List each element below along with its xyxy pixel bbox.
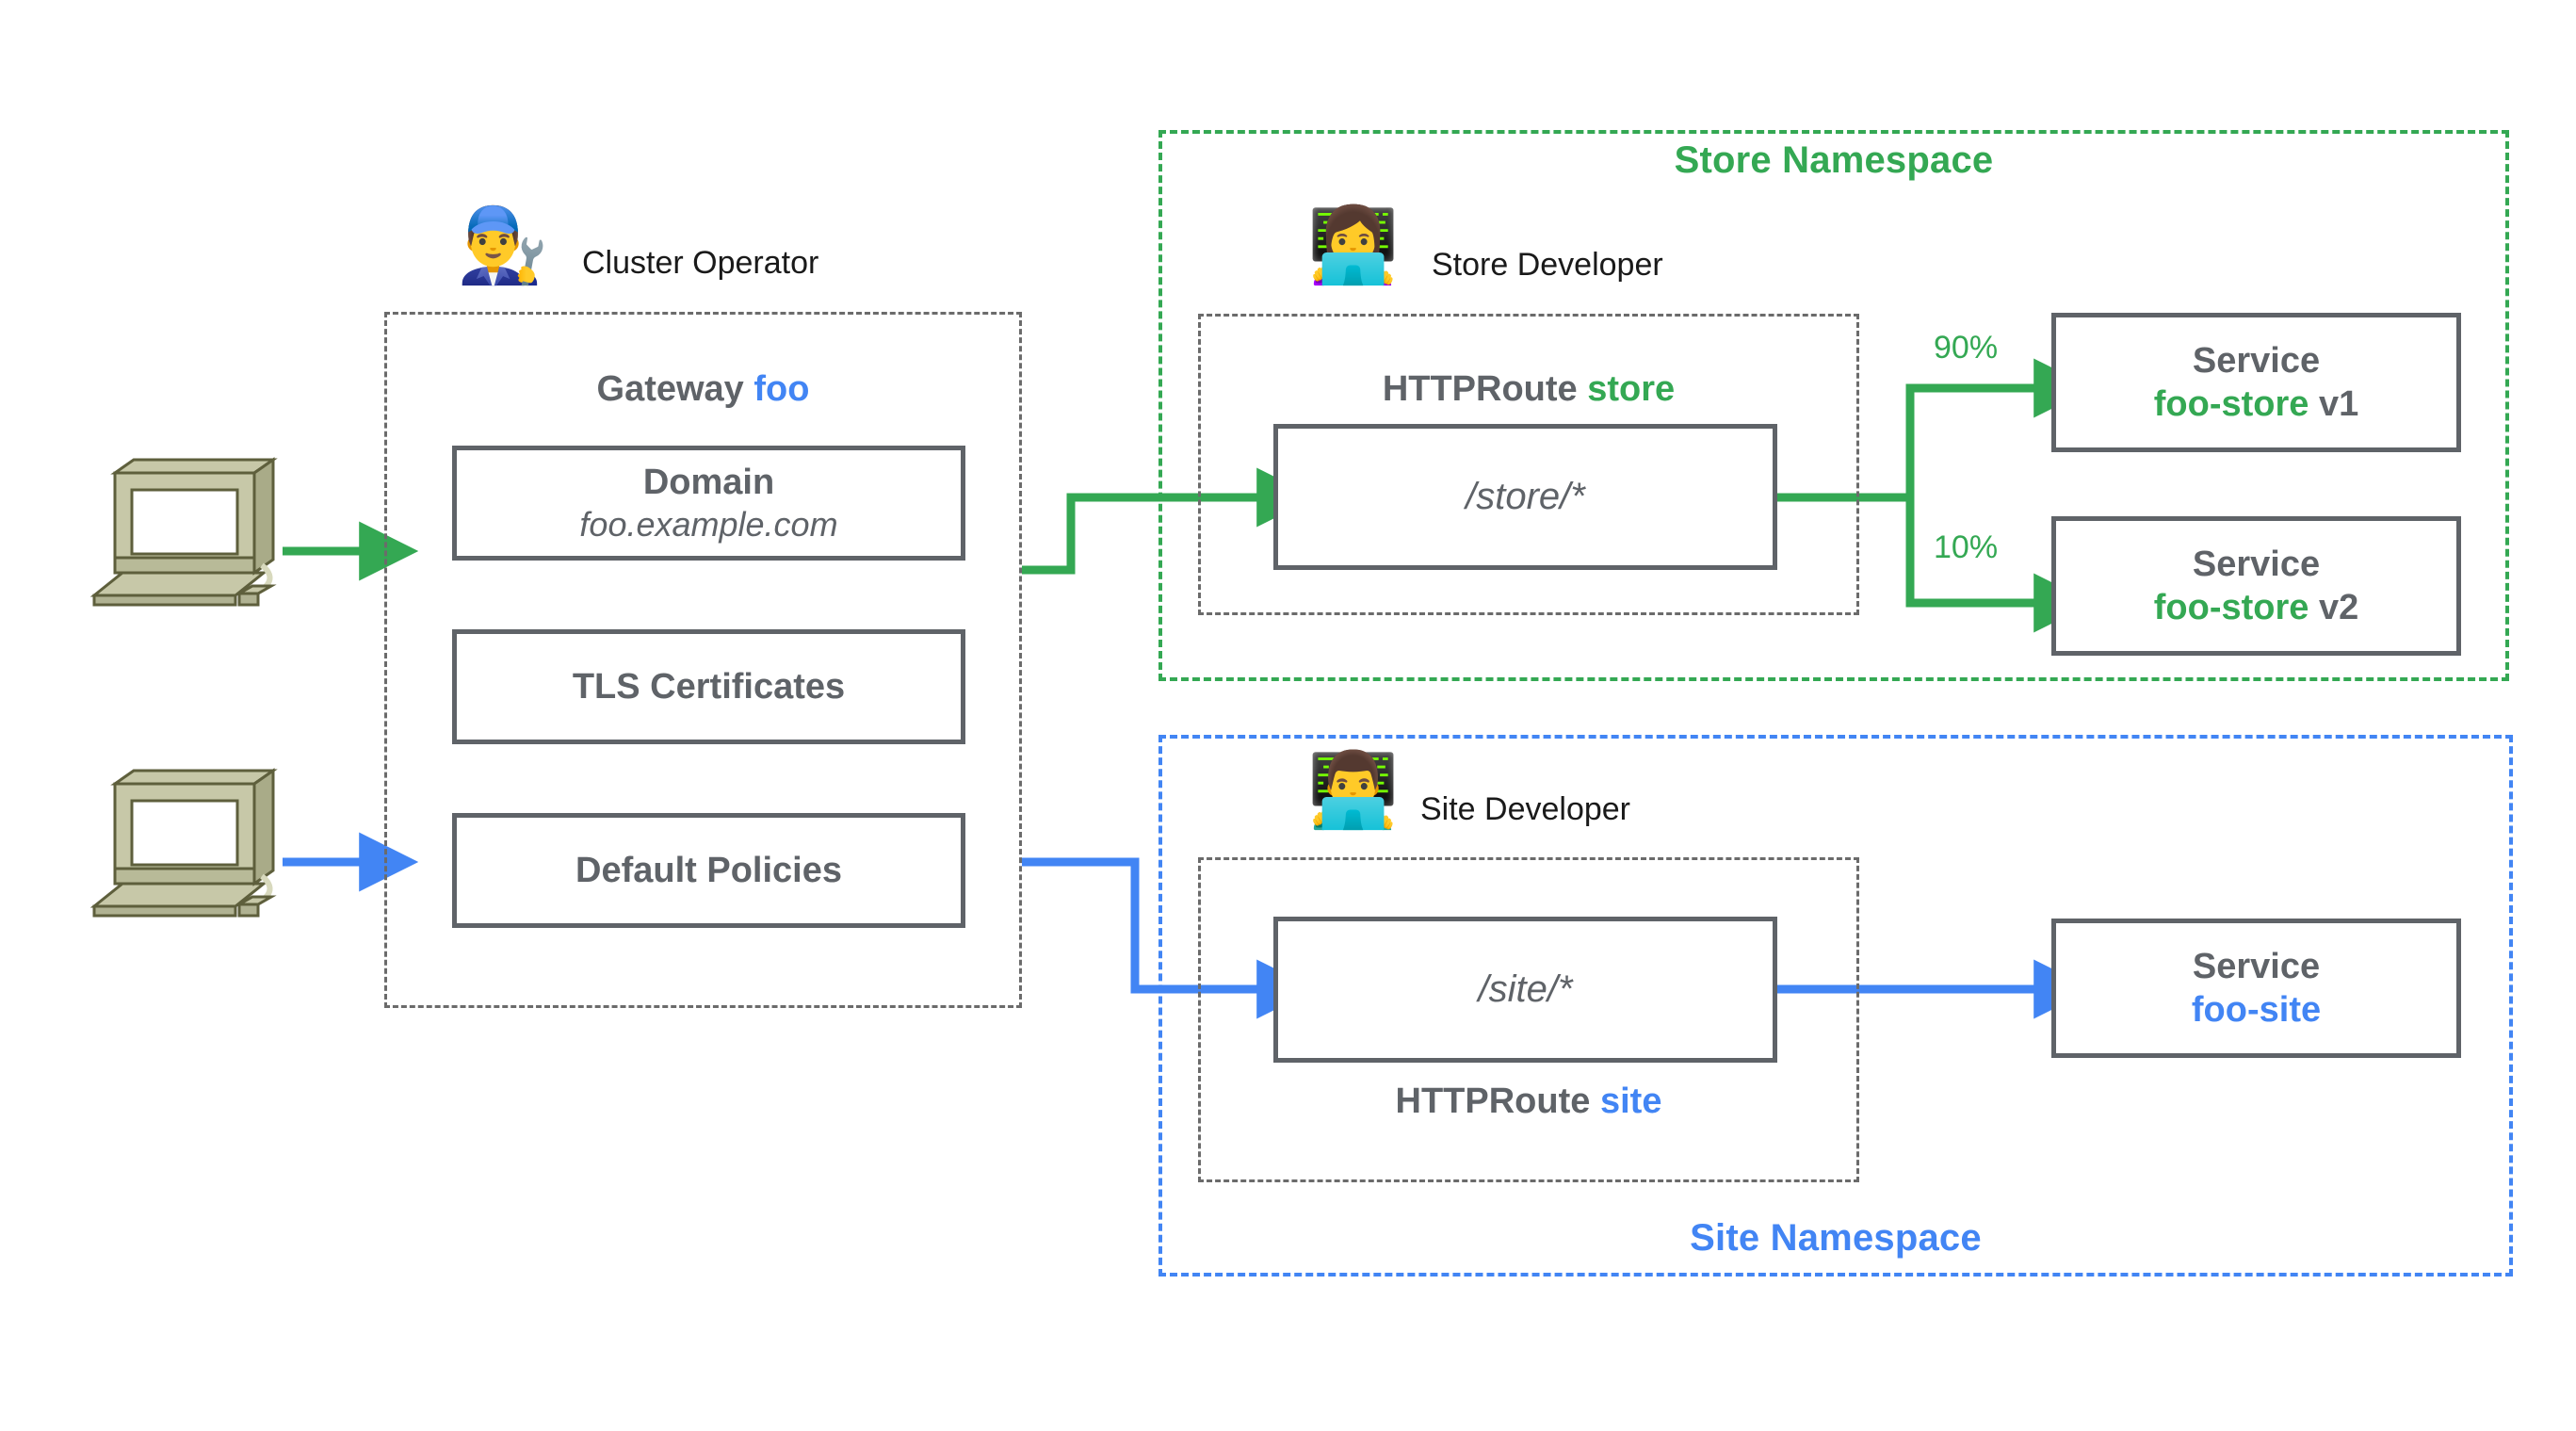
gateway-name: foo xyxy=(753,369,810,409)
service-name-foo-store-v1: foo-store xyxy=(2153,384,2309,424)
site-route-caption: HTTPRoute site xyxy=(1198,1081,1859,1122)
store-developer-label: Store Developer xyxy=(1432,247,1663,283)
gateway-caption-prefix: Gateway xyxy=(596,369,754,409)
store-route-match-box[interactable]: /store/* xyxy=(1273,424,1777,570)
service-version-v1: v1 xyxy=(2309,384,2359,424)
desktop-computer-icon xyxy=(77,763,284,942)
store-route-caption: HTTPRoute store xyxy=(1198,369,1859,410)
site-route-match: /site/* xyxy=(1478,968,1573,1011)
gateway-box-domain-title: Domain xyxy=(642,462,775,502)
site-route-match-box[interactable]: /site/* xyxy=(1273,917,1777,1063)
service-name-foo-store-v2: foo-store xyxy=(2153,588,2309,627)
service-box-foo-store-v1[interactable]: Service foo-store v1 xyxy=(2051,313,2461,452)
service-version-v2: v2 xyxy=(2309,588,2359,627)
man-technologist-icon: 👨‍💻 xyxy=(1307,748,1400,833)
man-mechanic-icon: 👨‍🔧 xyxy=(457,203,549,288)
site-route-caption-prefix: HTTPRoute xyxy=(1395,1081,1600,1121)
site-httproute-group xyxy=(1198,857,1859,1182)
gateway-box-tls-certificates[interactable]: TLS Certificates xyxy=(452,629,965,744)
gateway-box-policies-title: Default Policies xyxy=(575,850,842,890)
cluster-operator-label: Cluster Operator xyxy=(582,245,819,281)
store-weight-v1: 90% xyxy=(1934,330,1999,366)
gateway-box-tls-title: TLS Certificates xyxy=(572,666,846,707)
service-box-foo-site[interactable]: Service foo-site xyxy=(2051,919,2461,1058)
store-route-match: /store/* xyxy=(1466,476,1585,518)
gateway-box-domain-subtitle: foo.example.com xyxy=(579,505,838,545)
service-box-foo-store-v2[interactable]: Service foo-store v2 xyxy=(2051,516,2461,656)
store-namespace-container xyxy=(1158,130,2509,681)
gateway-box-default-policies[interactable]: Default Policies xyxy=(452,813,965,928)
site-developer-label: Site Developer xyxy=(1420,791,1631,827)
store-route-caption-prefix: HTTPRoute xyxy=(1382,369,1588,409)
site-namespace-label: Site Namespace xyxy=(1690,1217,1982,1259)
store-namespace-label: Store Namespace xyxy=(1674,139,1994,181)
site-route-name: site xyxy=(1599,1081,1662,1121)
service-title: Service xyxy=(2192,544,2321,584)
service-title: Service xyxy=(2192,340,2321,381)
store-route-name: store xyxy=(1587,369,1676,409)
store-weight-v2: 10% xyxy=(1934,529,1999,565)
desktop-computer-icon xyxy=(77,452,284,631)
service-title: Service xyxy=(2192,946,2321,986)
site-namespace-container xyxy=(1158,735,2513,1277)
service-name-foo-site: foo-site xyxy=(2191,990,2322,1030)
woman-technologist-icon: 👩‍💻 xyxy=(1307,203,1400,288)
gateway-caption: Gateway foo xyxy=(384,369,1022,410)
store-httproute-group xyxy=(1198,314,1859,615)
gateway-box-domain[interactable]: Domain foo.example.com xyxy=(452,446,965,561)
gateway-group xyxy=(384,312,1022,1008)
